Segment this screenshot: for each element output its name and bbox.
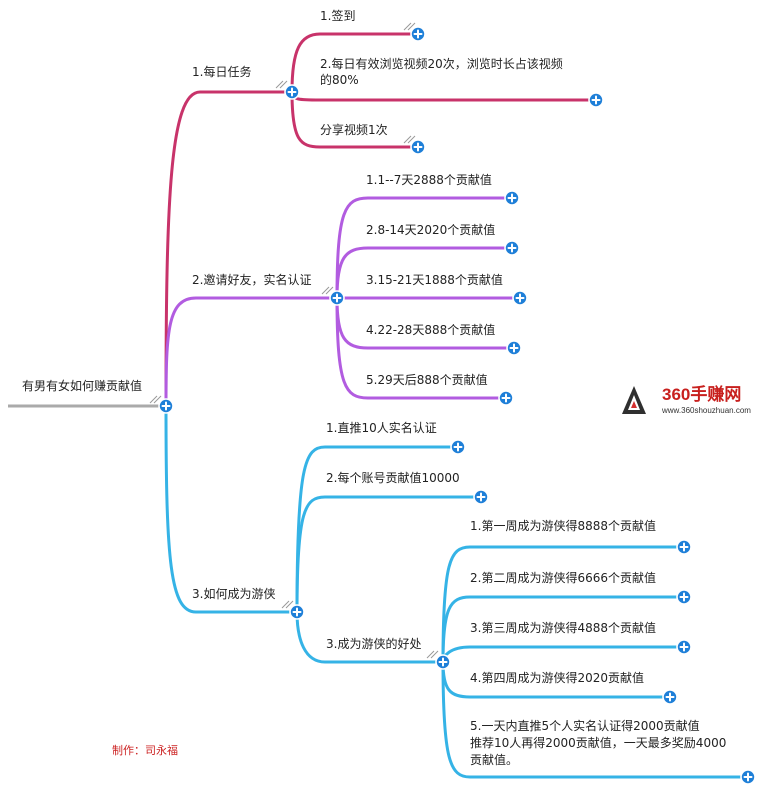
site-logo: 360手赚网 www.360shouzhuan.com: [622, 384, 751, 415]
author-credit: 制作：司永福: [112, 743, 178, 757]
expand-checkin-button[interactable]: [410, 26, 426, 42]
branch-become-ranger-label: 3.如何成为游侠: [192, 586, 275, 601]
invite-reward-1: 1.1--7天2888个贡献值: [366, 172, 492, 187]
branch-invite-friends: [164, 196, 520, 407]
branch-invite-friends-label: 2.邀请好友，实名认证: [192, 272, 311, 287]
expand-invite-4-button[interactable]: [506, 340, 522, 356]
expand-invite-5-button[interactable]: [498, 390, 514, 406]
branch-daily-tasks-label: 1.每日任务: [192, 64, 251, 79]
ranger-benefit-2: 2.第二周成为游侠得6666个贡献值: [470, 570, 656, 585]
expand-benefit-3-button[interactable]: [676, 639, 692, 655]
invite-reward-4: 4.22-28天888个贡献值: [366, 322, 495, 337]
ranger-benefit-4: 4.第四周成为游侠得2020贡献值: [470, 670, 644, 685]
logo-text: 360手赚网: [662, 384, 741, 404]
logo-url: www.360shouzhuan.com: [661, 406, 751, 415]
expand-ranger-req-1-button[interactable]: [450, 439, 466, 455]
expand-benefit-4-button[interactable]: [662, 689, 678, 705]
expand-invite-3-button[interactable]: [512, 290, 528, 306]
expand-invite-button[interactable]: [329, 290, 345, 306]
expand-browse-button[interactable]: [588, 92, 604, 108]
expand-invite-1-button[interactable]: [504, 190, 520, 206]
branch-become-ranger: [164, 405, 748, 779]
expand-benefit-5-button[interactable]: [740, 769, 756, 785]
ranger-benefit-5-end: 贡献值。: [470, 752, 518, 767]
invite-reward-5: 5.29天后888个贡献值: [366, 372, 488, 387]
expand-ranger-req-2-button[interactable]: [473, 489, 489, 505]
ranger-req-1: 1.直推10人实名认证: [326, 420, 437, 435]
expand-benefit-2-button[interactable]: [676, 589, 692, 605]
invite-reward-2: 2.8-14天2020个贡献值: [366, 222, 495, 237]
expand-benefits-button[interactable]: [435, 654, 451, 670]
expand-benefit-1-button[interactable]: [676, 539, 692, 555]
expand-daily-tasks-button[interactable]: [284, 84, 300, 100]
expand-share-button[interactable]: [410, 139, 426, 155]
task-checkin: 1.签到: [320, 8, 355, 23]
branch-daily-tasks: [164, 32, 596, 407]
ranger-req-2: 2.每个账号贡献值10000: [326, 470, 460, 485]
expand-ranger-button[interactable]: [289, 604, 305, 620]
ranger-benefit-5-cont: 推荐10人再得2000贡献值，一天最多奖励4000: [470, 735, 726, 750]
grip-marks: [275, 22, 439, 659]
task-browse-videos-cont: 的80%: [320, 72, 359, 87]
task-share-video: 分享视频1次: [320, 122, 388, 137]
ranger-benefits-label: 3.成为游侠的好处: [326, 636, 421, 651]
task-browse-videos: 2.每日有效浏览视频20次，浏览时长占该视频: [320, 56, 563, 71]
triangle-logo-icon: [622, 386, 646, 414]
grip-icon: [149, 395, 162, 404]
ranger-benefit-5: 5.一天内直推5个人实名认证得2000贡献值: [470, 718, 700, 733]
root-node: 有男有女如何赚贡献值: [8, 378, 166, 408]
ranger-benefit-1: 1.第一周成为游侠得8888个贡献值: [470, 518, 656, 533]
expand-invite-2-button[interactable]: [504, 240, 520, 256]
ranger-benefit-3: 3.第三周成为游侠得4888个贡献值: [470, 620, 656, 635]
root-label: 有男有女如何赚贡献值: [22, 378, 142, 393]
invite-reward-3: 3.15-21天1888个贡献值: [366, 272, 503, 287]
expand-root-button[interactable]: [158, 398, 174, 414]
